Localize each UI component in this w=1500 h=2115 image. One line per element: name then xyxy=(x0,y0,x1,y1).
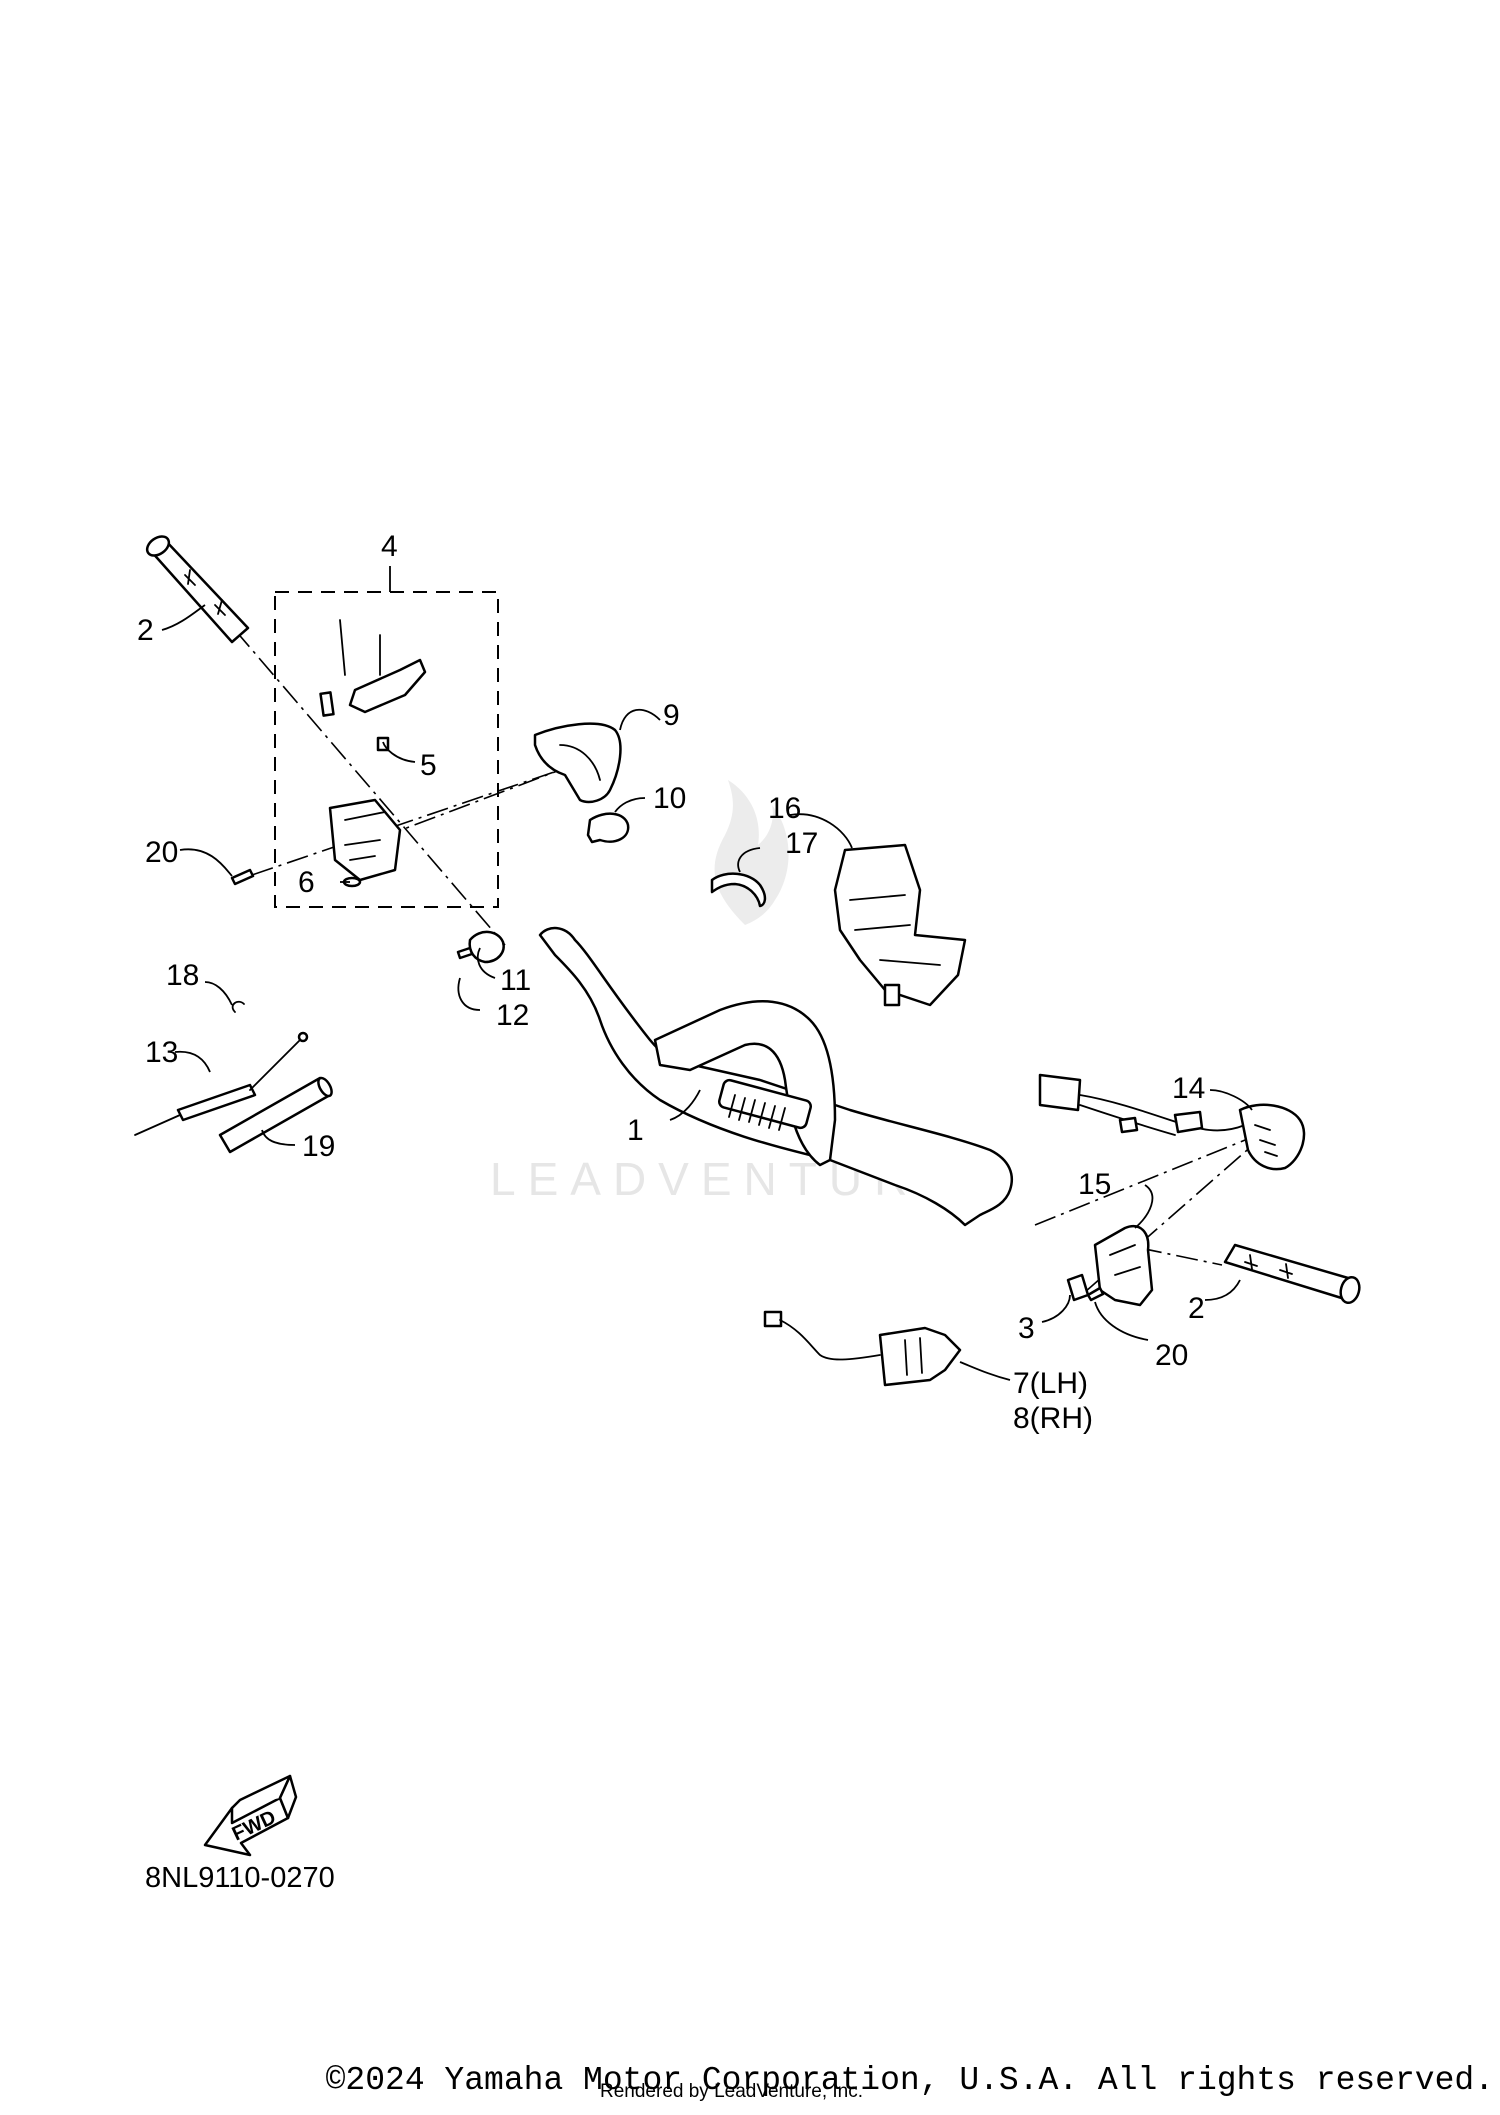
lever-assembly xyxy=(319,619,427,888)
callout-17: 17 xyxy=(785,827,818,860)
callout-7: 7(LH) xyxy=(1013,1367,1088,1400)
diagram-reference-code: 8NL9110-0270 xyxy=(145,1862,335,1894)
switch-11 xyxy=(456,930,505,964)
axis-line-grip-right xyxy=(1139,1247,1223,1266)
callout-2-right: 2 xyxy=(1188,1292,1205,1325)
leadventure-watermark: LEADVENTURE xyxy=(490,780,950,1205)
bolt-left xyxy=(230,868,255,886)
grip-heater xyxy=(763,1310,962,1387)
tube-19 xyxy=(218,1076,333,1154)
callout-13: 13 xyxy=(145,1036,178,1069)
callout-5: 5 xyxy=(420,749,437,782)
axis-line-bolt xyxy=(251,769,561,876)
cable-13 xyxy=(134,1031,309,1136)
ring-17 xyxy=(710,872,767,908)
switch-14 xyxy=(1038,1073,1306,1171)
callout-19: 19 xyxy=(302,1130,335,1163)
callout-4: 4 xyxy=(381,530,398,563)
callout-11: 11 xyxy=(500,964,531,997)
callout-10: 10 xyxy=(653,782,686,815)
axis-line-bracket xyxy=(379,769,561,839)
callout-14: 14 xyxy=(1172,1072,1205,1105)
callout-2-left: 2 xyxy=(137,614,154,647)
callout-16: 16 xyxy=(768,792,801,825)
cap-10 xyxy=(586,812,630,844)
switch-housing-16 xyxy=(833,843,967,1007)
sleeve-3 xyxy=(1066,1273,1090,1302)
handlebar xyxy=(538,926,1014,1227)
callout-1: 1 xyxy=(627,1114,644,1147)
assembly-4-box xyxy=(274,591,499,908)
callout-18: 18 xyxy=(166,959,199,992)
callout-6: 6 xyxy=(298,866,315,899)
flame-watermark-icon xyxy=(714,780,789,925)
lever-cover xyxy=(533,722,622,804)
bolt-right xyxy=(1086,1286,1105,1302)
axis-line-right xyxy=(1034,1129,1271,1226)
callout-20-right: 20 xyxy=(1155,1339,1188,1372)
leader-lines xyxy=(161,604,1253,1381)
rendered-by-notice: Rendered by LeadVenture, Inc. xyxy=(600,2081,864,2102)
callout-8: 8(RH) xyxy=(1013,1402,1093,1435)
callout-20-left: 20 xyxy=(145,836,178,869)
fwd-arrow: FWD xyxy=(203,1774,298,1857)
axis-line-left xyxy=(234,629,506,946)
clip-18 xyxy=(231,1000,245,1013)
copyright-notice: ©2024 Yamaha Motor Corporation, U.S.A. A… xyxy=(325,2062,1494,2099)
callout-3: 3 xyxy=(1018,1312,1035,1345)
callout-12: 12 xyxy=(496,999,529,1032)
grip-left xyxy=(145,535,250,644)
grip-right xyxy=(1223,1243,1361,1305)
callout-9: 9 xyxy=(663,699,680,732)
switch-housing-15 xyxy=(1093,1225,1154,1307)
callout-15: 15 xyxy=(1078,1168,1111,1201)
